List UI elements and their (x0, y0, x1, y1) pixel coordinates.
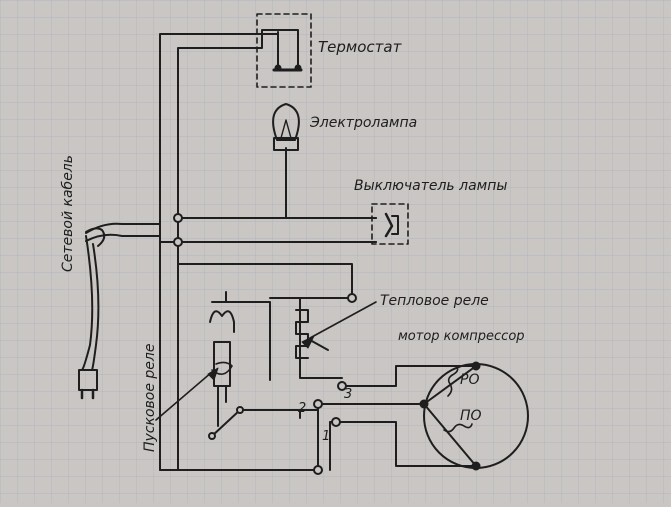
plug-symbol (78, 227, 106, 400)
winding-ro-coil (447, 365, 459, 397)
junction-terminals (173, 213, 357, 475)
lamp-switch-symbol (371, 203, 409, 245)
motor-label: мотор компрессор (398, 329, 525, 344)
winding-ro-label: РО (460, 372, 479, 388)
label-pointers (155, 301, 377, 421)
lamp-switch-dashed-box (371, 203, 409, 245)
main-wiring (81, 29, 477, 471)
thermostat-label: Термостат (318, 38, 403, 56)
winding-po-label: ПО (460, 408, 482, 424)
start-relay-pointer (155, 371, 213, 421)
terminal-1-label: 1 (322, 429, 330, 444)
lamp-switch-label: Выключатель лампы (354, 178, 507, 194)
thermal-relay-label: Тепловое реле (380, 293, 489, 309)
terminal-2-label: 2 (298, 401, 306, 416)
thermal-relay-pointer (309, 301, 377, 339)
winding-po-coil (443, 423, 473, 433)
start-relay-symbol (209, 310, 235, 427)
thermostat-symbol (256, 13, 312, 88)
terminal-3-label: 3 (344, 387, 352, 402)
thermostat-dashed-box (256, 13, 312, 88)
lamp-label: Электролампа (309, 115, 417, 131)
lamp-symbol (272, 103, 300, 151)
start-relay-label: Пусковое реле (142, 344, 158, 452)
compressor-motor-symbol (419, 361, 529, 471)
power-cable-label: Сетевой кабель (60, 155, 76, 272)
thermal-relay-symbol (295, 297, 329, 359)
